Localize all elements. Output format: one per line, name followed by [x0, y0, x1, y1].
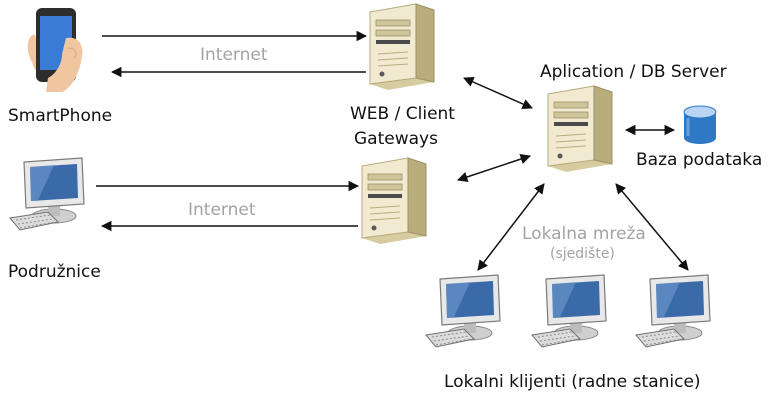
- local-network-label: Lokalna mreža: [522, 224, 646, 244]
- branches-label: Podružnice: [8, 262, 101, 282]
- web-gateway-server-icon: [369, 3, 435, 91]
- web-gateways-label-line2: Gateways: [354, 129, 438, 149]
- smartphone-label: SmartPhone: [8, 106, 113, 126]
- branch-computer-icon: [9, 157, 85, 231]
- arrow-branchgateway-app-server: [457, 154, 531, 182]
- local-client-computer-3-icon: [635, 274, 711, 348]
- smartphone-hand-icon: [27, 8, 83, 92]
- local-network-sub-label: (sjedište): [550, 246, 615, 262]
- local-client-computer-1-icon: [425, 274, 501, 348]
- internet-bottom-label: Internet: [188, 200, 256, 220]
- web-gateways-label-line1: WEB / Client: [350, 104, 455, 124]
- database-label: Baza podataka: [636, 150, 763, 170]
- local-client-computer-2-icon: [531, 274, 607, 348]
- internet-top-label: Internet: [200, 45, 268, 65]
- app-db-server-icon: [547, 85, 613, 173]
- arrow-gateway-app-server: [463, 77, 533, 109]
- arrow-app-server-local-right: [615, 183, 689, 271]
- branch-gateway-server-icon: [361, 157, 427, 245]
- local-clients-label: Lokalni klijenti (radne stanice): [444, 372, 701, 392]
- app-server-label: Aplication / DB Server: [540, 62, 727, 82]
- arrow-app-server-local-left: [477, 183, 545, 271]
- database-icon: [683, 105, 717, 144]
